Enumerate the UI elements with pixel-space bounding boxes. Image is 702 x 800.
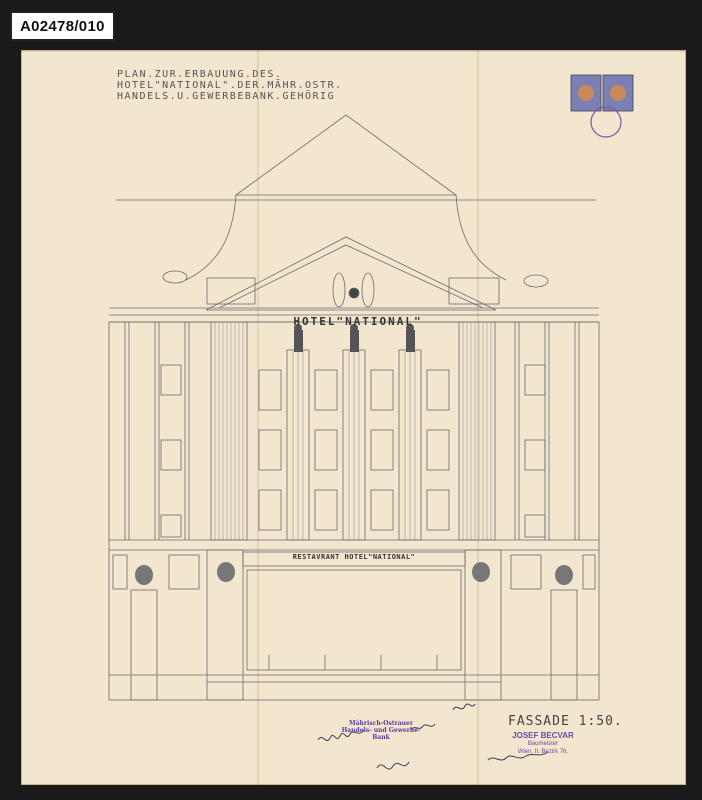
pier-right [464,549,578,701]
plan-title: PLAN.ZUR.ERBAUUNG.DES.HOTEL"NATIONAL".DE… [117,69,343,102]
central-columns [210,321,496,541]
roof-curves [185,194,507,281]
pier-left [130,549,244,701]
bank-stamp: Mährisch-Ostrauer Handels- und Gewerbe-B… [341,720,421,741]
fold-line-vertical-left [257,50,259,785]
facade-windows [160,364,546,538]
fold-line-vertical-right [477,50,479,785]
oval-window-left [162,270,188,284]
facade-outline [108,321,600,701]
ground-windows [112,554,596,590]
oval-window-right [523,274,549,288]
sheet-id-label: A02478/010 [10,11,115,41]
architect-name: JOSEF BECVAR [512,731,574,740]
attic-window-right [448,277,500,305]
ground-floor-entrance [246,569,462,671]
right-wing-pilasters [514,322,580,540]
hotel-name-sign: HOTEL"NATIONAL" [293,315,423,328]
restaurant-banner: RESTAVRANT HOTEL"NATIONAL" [292,553,416,561]
tax-stamps [570,74,634,138]
statues [294,324,415,352]
architect-stamp: JOSEF BECVAR Baumeister Wien, II. Bezirk… [491,732,595,756]
plan-title-line3: HANDELS.U.GEWERBEBANK.GEHÖRIG [117,91,336,102]
plan-title-line2: HOTEL"NATIONAL".DER.MÄHR.OSTR. [117,80,343,91]
left-wing-pilasters [124,322,190,540]
urns [135,562,573,585]
architect-title: Baumeister [527,741,559,747]
plan-title-line1: PLAN.ZUR.ERBAUUNG.DES. [117,69,283,80]
roof-gable [234,114,458,196]
lamps [268,655,438,670]
attic-window-left [206,277,256,305]
sheet-id-text: A02478/010 [20,17,105,35]
architect-address: Wien, II. Bezirk 76. [517,749,569,755]
pediment [205,236,497,311]
column-fluting [214,322,492,540]
roof-ornament [332,272,375,308]
facade-elevation-drawing [108,74,634,770]
facade-scale-label: FASSADE 1:50. [508,714,623,729]
drawing-sheet: PLAN.ZUR.ERBAUUNG.DES.HOTEL"NATIONAL".DE… [21,50,686,785]
fold-line-top [21,50,686,52]
signature-scribbles [317,703,549,770]
